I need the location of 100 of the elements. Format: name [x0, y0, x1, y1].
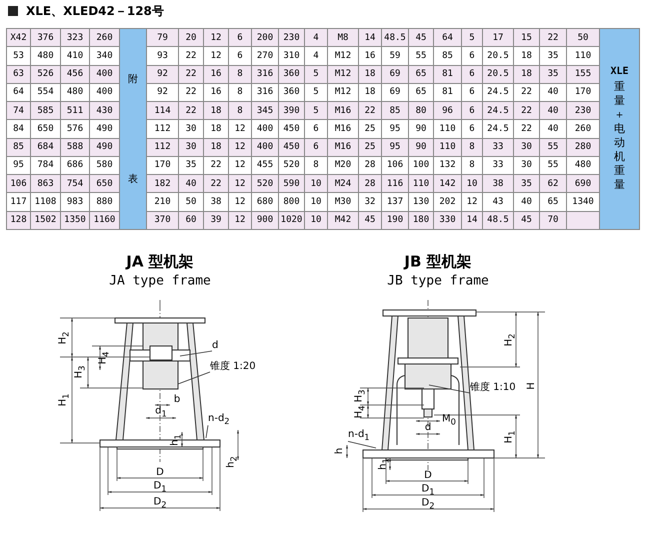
table-cell: 456 [60, 65, 90, 84]
table-cell: 650 [90, 174, 120, 193]
dimension-label: D [156, 468, 164, 478]
table-cell: 316 [252, 65, 278, 84]
table-cell: 50 [178, 192, 204, 212]
table-cell: 12 [228, 120, 252, 138]
table-cell: 8 [228, 65, 252, 84]
table-cell: 12 [228, 174, 252, 193]
table-cell: 18 [514, 65, 540, 84]
table-cell: 40 [540, 102, 566, 120]
table-cell: 376 [30, 28, 60, 47]
title: XLE、XLED42－128号 [26, 5, 164, 17]
table-cell: 96 [434, 102, 462, 120]
table-cell: 85 [434, 46, 462, 66]
table-cell: 12 [204, 46, 228, 66]
table-cell: 12 [228, 211, 252, 230]
table-cell: 480 [30, 46, 60, 66]
table-cell: M16 [328, 138, 358, 156]
table-cell: 490 [90, 138, 120, 156]
table-cell: 30 [514, 138, 540, 156]
table-cell: 14 [462, 211, 482, 230]
table-cell: 410 [60, 46, 90, 66]
table-cell: 33 [482, 138, 514, 156]
table-cell: 1502 [30, 211, 60, 230]
table-cell: 650 [30, 120, 60, 138]
drawing-subtitle: JA type frame [109, 274, 211, 288]
table-cell: 90 [408, 138, 434, 156]
table-cell: 30 [178, 120, 204, 138]
table-cell: 45 [408, 28, 434, 47]
table-cell: 65 [540, 192, 566, 212]
table-cell: 28 [358, 174, 382, 193]
table-cell: 112 [146, 120, 178, 138]
table-cell: 110 [434, 120, 462, 138]
dimension-label: d [424, 423, 432, 433]
table-cell: 8 [228, 102, 252, 120]
drawing-subtitle: JB type frame [387, 274, 489, 288]
callout-label: 锥度 1:20 [210, 362, 256, 372]
table-cell: 511 [60, 102, 90, 120]
table-cell: 450 [278, 138, 304, 156]
table-cell: 5 [304, 102, 328, 120]
table-cell: 48.5 [482, 211, 514, 230]
table-cell: 4 [304, 28, 328, 47]
table-cell: 10 [304, 211, 328, 230]
table-cell: 360 [278, 65, 304, 84]
table-cell: 330 [434, 211, 462, 230]
dimension-label: M$_{0}$ [442, 414, 456, 426]
leader-line [178, 372, 210, 384]
dimension-label: D [424, 471, 432, 481]
table-cell: 14 [358, 28, 382, 47]
table-cell: 1020 [278, 211, 304, 230]
table-cell: 690 [566, 174, 600, 193]
table-cell: 18 [358, 65, 382, 84]
table-cell: 85 [382, 102, 408, 120]
table-cell: 59 [382, 46, 408, 66]
table-cell: 40 [178, 174, 204, 193]
table-cell: 6 [228, 28, 252, 47]
table-cell: 90 [408, 120, 434, 138]
table-cell: 230 [566, 102, 600, 120]
table-cell: 863 [30, 174, 60, 193]
table-cell: 30 [178, 138, 204, 156]
table-cell: 22 [540, 28, 566, 47]
table-cell: 10 [304, 192, 328, 212]
table-cell: 800 [278, 192, 304, 212]
table-cell: 70 [540, 211, 566, 230]
table-header-text: 表 [128, 172, 138, 186]
table-cell: 17 [482, 28, 514, 47]
table-cell: 590 [278, 174, 304, 193]
table-cell: 6 [304, 138, 328, 156]
table-cell: 16 [358, 46, 382, 66]
table-cell: 684 [30, 138, 60, 156]
table-cell: 40 [514, 192, 540, 212]
table-cell: 142 [434, 174, 462, 193]
table-cell: M12 [328, 46, 358, 66]
table-cell: 6 [462, 46, 482, 66]
table-cell: 60 [178, 211, 204, 230]
table-cell: 22 [204, 174, 228, 193]
table-cell: X42 [6, 28, 30, 47]
table-cell: 20.5 [482, 65, 514, 84]
table-cell: 65 [408, 65, 434, 84]
table-cell: 112 [146, 138, 178, 156]
table-cell: 79 [146, 28, 178, 47]
table-cell: 137 [382, 192, 408, 212]
table-cell: 45 [358, 211, 382, 230]
table-cell: 117 [6, 192, 30, 212]
dimension-label: D$_{2}$ [154, 497, 166, 509]
table-cell: 155 [566, 65, 600, 84]
table-cell: 106 [6, 174, 30, 193]
table-cell: 38 [204, 192, 228, 212]
table-cell: 680 [252, 192, 278, 212]
table-cell: 400 [252, 120, 278, 138]
table-cell: 390 [278, 102, 304, 120]
table-cell: 230 [278, 28, 304, 47]
table-cell: 128 [6, 211, 30, 230]
dimension-label: d$_{1}$ [155, 406, 167, 418]
table-cell: 182 [146, 174, 178, 193]
table-cell: 588 [60, 138, 90, 156]
leader-line [206, 424, 208, 438]
dimension-label: H [527, 382, 537, 390]
table-cell: 754 [60, 174, 90, 193]
table-cell: 24.5 [482, 102, 514, 120]
